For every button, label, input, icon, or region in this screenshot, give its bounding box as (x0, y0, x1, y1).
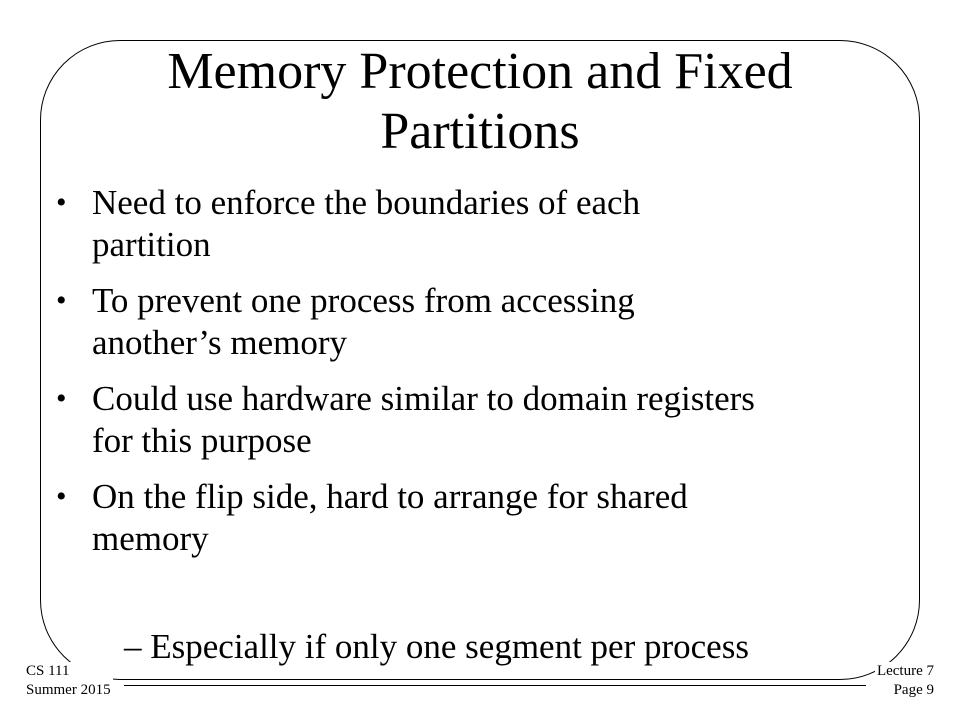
bullet-line: for this purpose (92, 421, 312, 460)
bullet-item: • Need to enforce the boundaries of each… (56, 182, 916, 266)
title-line-2: Partitions (380, 103, 580, 160)
footer-course: CS 111 (26, 663, 70, 679)
sub-bullet: – Especially if only one segment per pro… (124, 626, 749, 668)
sub-bullet-text: Especially if only one segment per proce… (150, 627, 749, 666)
footer-rule (124, 685, 866, 686)
slide-frame (40, 40, 920, 680)
bullet-dot-icon: • (56, 382, 67, 415)
bullet-line: another’s memory (92, 323, 347, 362)
bullet-line: Need to enforce the boundaries of each (92, 183, 641, 222)
bullet-item: • On the flip side, hard to arrange for … (56, 476, 916, 560)
bullet-item: • To prevent one process from accessing … (56, 280, 916, 364)
sub-bullet-dash: – (124, 627, 142, 666)
bullet-line: On the flip side, hard to arrange for sh… (92, 477, 688, 516)
slide-title: Memory Protection and Fixed Partitions (60, 42, 900, 162)
bullet-item: • Could use hardware similar to domain r… (56, 378, 916, 462)
footer-course-info: CS 111 Summer 2015 (24, 662, 113, 700)
bullet-line: Could use hardware similar to domain reg… (92, 379, 755, 418)
title-line-1: Memory Protection and Fixed (167, 43, 793, 100)
footer-page: Page 9 (893, 682, 934, 698)
footer-lecture: Lecture 7 (876, 663, 934, 679)
bullet-dot-icon: • (56, 480, 67, 513)
bullet-dot-icon: • (56, 284, 67, 317)
bullet-dot-icon: • (56, 186, 67, 219)
footer-page-info: Lecture 7 Page 9 (874, 662, 936, 700)
bullet-line: memory (92, 519, 209, 558)
bullet-list: • Need to enforce the boundaries of each… (56, 182, 916, 574)
bullet-line: partition (92, 225, 211, 264)
bullet-line: To prevent one process from accessing (92, 281, 635, 320)
footer-term: Summer 2015 (26, 682, 111, 698)
